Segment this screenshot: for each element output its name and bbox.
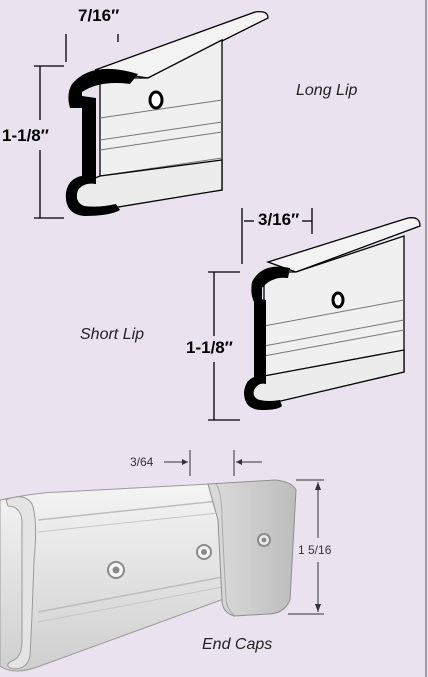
- short-lip-height-dimension: 1-1/8″: [186, 338, 233, 357]
- short-lip-caption: Short Lip: [80, 326, 145, 343]
- long-lip-height-dimension: 1-1/8″: [2, 126, 49, 145]
- end-cap-height-dimension: 1 5/16: [298, 543, 332, 557]
- end-cap-assembly: [0, 450, 324, 672]
- short-lip-width-dimension: 3/16″: [258, 210, 300, 229]
- end-cap-gap-dimension: 3/64: [130, 455, 154, 469]
- short-lip-profile: [208, 208, 421, 421]
- end-caps-caption: End Caps: [202, 636, 273, 653]
- long-lip-width-dimension: 7/16″: [78, 6, 120, 25]
- long-lip-profile: [34, 10, 269, 219]
- long-lip-caption: Long Lip: [296, 82, 358, 99]
